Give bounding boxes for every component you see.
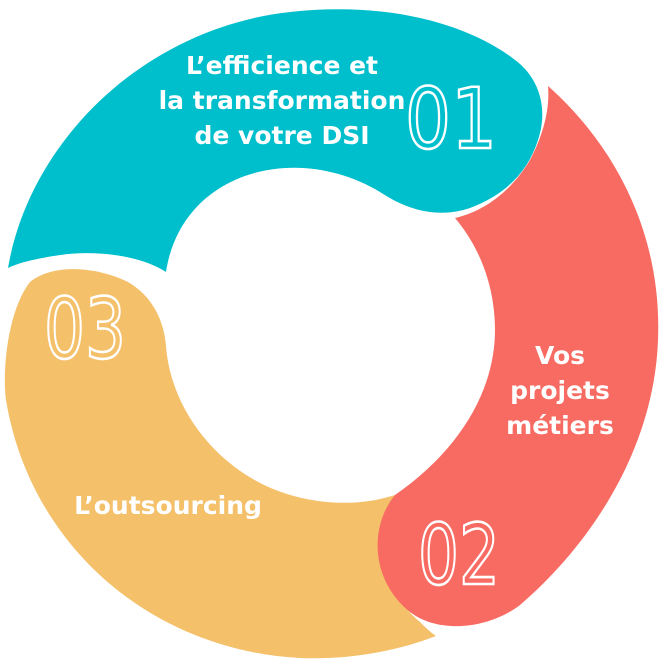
segment-03-shape [4, 269, 436, 659]
segment-02 [377, 86, 659, 627]
segment-03 [4, 269, 436, 659]
segment-03-label-line-1: L’outsourcing [74, 491, 262, 520]
segment-02-label-line-3: métiers [506, 411, 614, 440]
segment-01-shape [8, 9, 543, 272]
segment-01-label-line-1: L’efficience et [186, 51, 378, 80]
segment-02-label-line-2: projets [510, 376, 610, 405]
segment-01-label-line-2: la transformation [159, 86, 406, 115]
segment-02-shape [377, 86, 659, 627]
segment-01-label: L’efficience et la transformation de vot… [159, 51, 406, 150]
segment-01-label-line-3: de votre DSI [194, 121, 369, 150]
segment-02-number: 02 [418, 506, 500, 604]
segment-03-number: 03 [44, 280, 126, 378]
segment-01-number: 01 [405, 70, 497, 168]
segment-01 [8, 9, 543, 272]
segment-02-label-line-1: Vos [535, 341, 585, 370]
segment-02-label: Vos projets métiers [506, 341, 614, 440]
segment-03-label: L’outsourcing [74, 491, 262, 520]
